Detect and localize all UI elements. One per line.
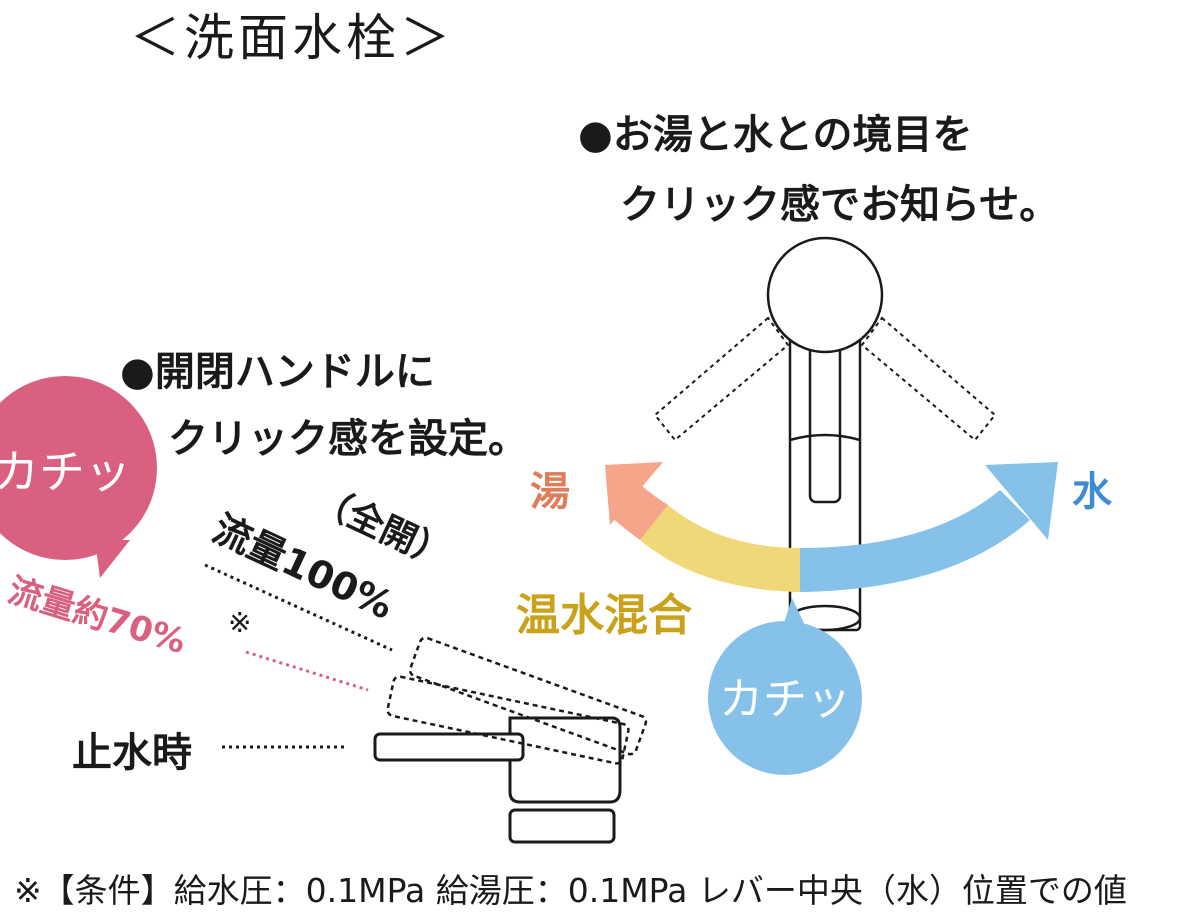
arc-hot-band bbox=[612, 484, 668, 540]
callout-handle-line1: ●開閉ハンドルに bbox=[120, 349, 435, 395]
callout-temperature-line2: クリック感でお知らせ。 bbox=[620, 182, 1059, 228]
label-stop: 止水時 bbox=[72, 730, 192, 776]
handle-lever-closed bbox=[373, 732, 525, 762]
handle-base-upper bbox=[508, 716, 622, 804]
click-bubble-bottom: カチッ bbox=[708, 598, 862, 775]
bubble-bottom-text: カチッ bbox=[719, 674, 851, 725]
arc-cold-band bbox=[800, 490, 1030, 592]
bubble-top-left-pointer bbox=[95, 540, 130, 578]
label-cold: 水 bbox=[1072, 469, 1113, 515]
label-flow70: 流量約70% bbox=[3, 570, 190, 662]
label-hot: 湯 bbox=[530, 469, 570, 515]
bubble-bottom-circle bbox=[708, 621, 862, 775]
arc-cold-arrowhead bbox=[985, 462, 1058, 540]
page-title: ＜洗面水栓＞ bbox=[130, 9, 454, 67]
label-flow70-note-mark: ※ bbox=[228, 606, 251, 639]
faucet-spout-curve bbox=[789, 433, 861, 442]
callout-handle-line2: クリック感を設定。 bbox=[168, 416, 528, 462]
faucet-lever-knob bbox=[766, 236, 884, 354]
handle-base-lower bbox=[508, 808, 616, 844]
label-mixed: 温水混合 bbox=[516, 590, 692, 641]
bubble-top-left-text: カチッ bbox=[0, 445, 131, 499]
lever-right-ghost bbox=[860, 316, 997, 442]
click-bubble-top-left: カチッ bbox=[0, 376, 157, 578]
callout-temperature-line1: ●お湯と水との境目を bbox=[578, 112, 973, 158]
lever-left-ghost bbox=[653, 316, 790, 442]
arc-hot-arrowhead bbox=[605, 462, 663, 525]
arc-mixed-band bbox=[640, 505, 800, 592]
footnote: ※【条件】給水圧：0.1MPa 給湯圧：0.1MPa レバー中央（水）位置での値 bbox=[14, 871, 1127, 910]
flow70-guide-line bbox=[245, 650, 369, 692]
bubble-top-left-circle bbox=[0, 376, 157, 560]
temperature-arc bbox=[605, 462, 1058, 592]
handle-lever-70-ghost bbox=[386, 675, 630, 765]
handle-lever-full-ghost bbox=[408, 636, 648, 756]
handle-side-view bbox=[373, 636, 648, 844]
